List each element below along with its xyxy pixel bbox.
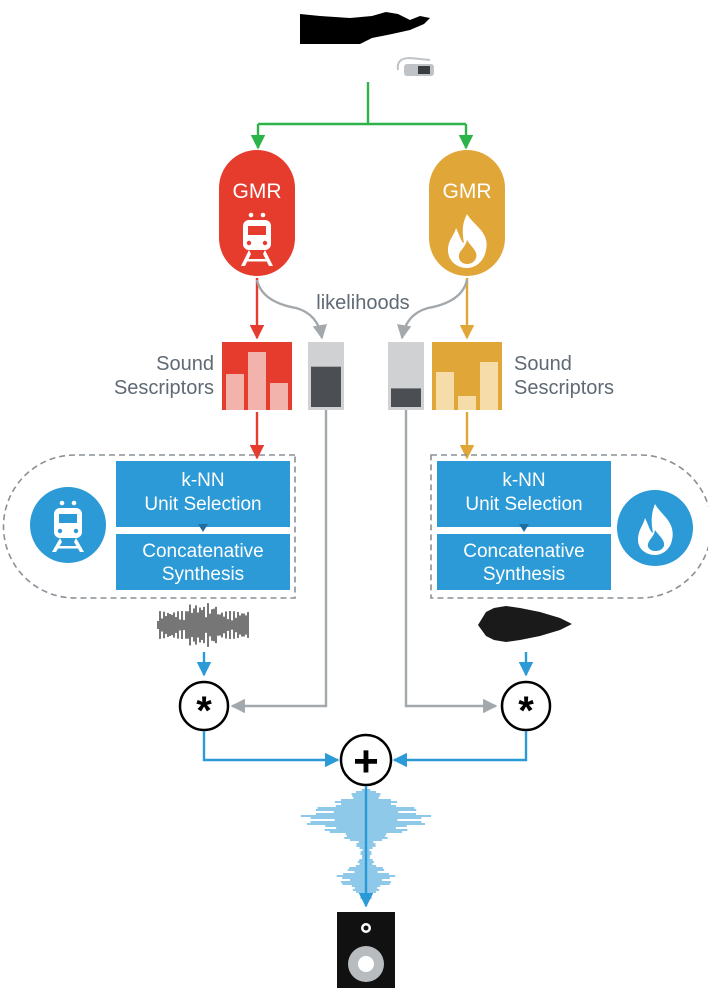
descriptor-label-right-line2: Sescriptors <box>514 377 614 399</box>
likelihood-to-multiply-left-arrow <box>230 410 328 714</box>
knn-to-synth-right-arrow <box>519 524 529 532</box>
gmr-fire-model: GMR <box>429 150 505 276</box>
motion-sensor-icon <box>396 56 434 76</box>
knn-left-line1: k-NN <box>181 470 224 491</box>
likelihood-to-multiply-right-arrow <box>404 410 498 714</box>
knn-left-line2: Unit Selection <box>144 494 261 515</box>
knn-right-line2: Unit Selection <box>465 494 582 515</box>
multiply-node-left: * <box>178 680 230 733</box>
sound-descriptors-right <box>432 342 502 410</box>
likelihood-arrow-left <box>255 279 327 340</box>
train-icon <box>241 212 273 266</box>
gmr-train-model: GMR <box>219 150 295 276</box>
fire-waveform-icon <box>478 606 572 642</box>
train-icon-secondary <box>30 487 106 563</box>
synth-right-line1: Concatenative <box>463 541 584 562</box>
multiply-to-sum-right-arrow <box>392 731 528 768</box>
multiply-symbol-left: * <box>196 689 212 733</box>
synth-right-line2: Synthesis <box>483 564 565 585</box>
multiply-symbol-right: * <box>518 689 534 733</box>
knn-right-line1: k-NN <box>502 470 545 491</box>
knn-unit-selection-right: k-NN Unit Selection <box>437 461 611 527</box>
output-waveform-icon <box>300 789 432 899</box>
synth-left-line1: Concatenative <box>142 541 263 562</box>
likelihood-meter-right <box>388 342 424 410</box>
fire-icon-secondary <box>617 490 693 566</box>
synth-left-line2: Synthesis <box>162 564 244 585</box>
descriptor-label-right-line1: Sound <box>514 353 572 375</box>
sum-node: + <box>339 733 393 787</box>
likelihoods-label: likelihoods <box>316 292 409 314</box>
sensor-split-connector <box>250 82 474 150</box>
likelihood-arrow-right <box>397 279 469 340</box>
likelihood-meter-left-fill <box>311 366 341 407</box>
gmr-label-right: GMR <box>443 180 492 203</box>
likelihood-meter-left <box>308 342 344 410</box>
concatenative-synthesis-right: Concatenative Synthesis <box>437 534 611 590</box>
multiply-node-right: * <box>500 680 552 733</box>
synthesis-group-right <box>430 454 708 599</box>
gmr-label-left: GMR <box>233 180 282 203</box>
sum-symbol: + <box>353 737 379 786</box>
knn-unit-selection-left: k-NN Unit Selection <box>116 461 290 527</box>
hand-icon <box>300 12 430 44</box>
fire-icon <box>448 214 487 268</box>
train-waveform-icon <box>157 603 249 647</box>
speaker-icon <box>337 912 395 988</box>
synthesis-group-left <box>2 454 296 599</box>
sound-descriptors-left <box>222 342 292 410</box>
descriptor-label-left-line2: Sescriptors <box>114 377 214 399</box>
concatenative-synthesis-left: Concatenative Synthesis <box>116 534 290 590</box>
descriptor-label-left-line1: Sound <box>156 353 214 375</box>
likelihood-meter-right-fill <box>391 388 421 407</box>
multiply-to-sum-left-arrow <box>202 731 340 768</box>
knn-to-synth-left-arrow <box>198 524 208 532</box>
